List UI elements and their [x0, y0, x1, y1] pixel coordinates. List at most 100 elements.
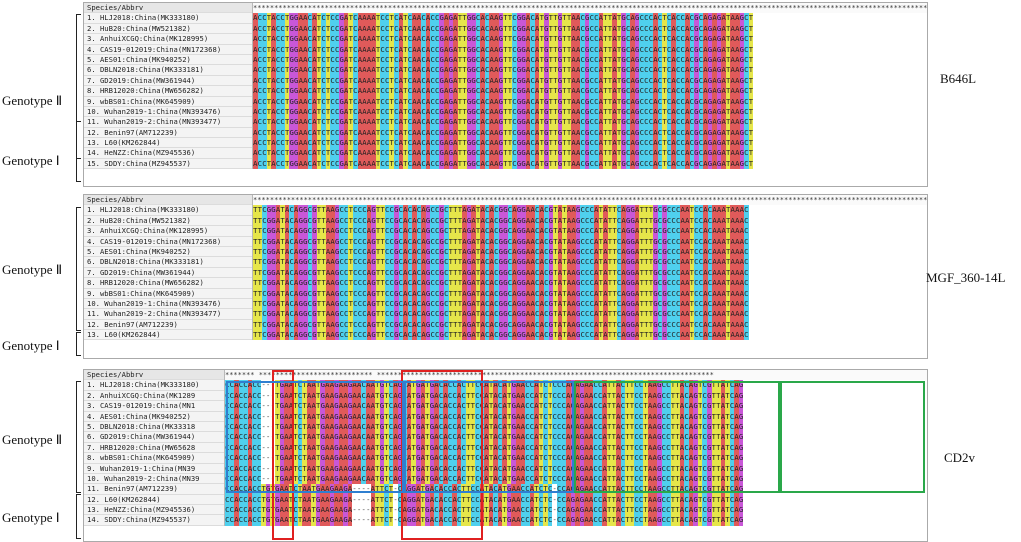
species-name[interactable]: 12. L60(KM262844): [84, 495, 224, 506]
genotype-ii-label-b646l: Genotype Ⅱ: [2, 93, 63, 108]
sequence-row: TTCGGATACAGGCGTTAAGCCTCCCAGTTCCGCACACAGC…: [253, 330, 749, 341]
species-name[interactable]: 7. GD2019:China(MW361944): [84, 76, 252, 87]
species-name[interactable]: 10. Wuhan2019-1:China(MN393476): [84, 299, 252, 310]
consensus-row: ******* *************************** ****…: [225, 370, 927, 381]
species-name[interactable]: 12. Benin97(AM712239): [84, 320, 252, 331]
sequence-row: CCACCACC---TGAATCTAATGAAGAAGAACAATGTCAGC…: [225, 432, 744, 443]
genotype-i-label-cd2v: Genotype Ⅰ: [2, 510, 60, 525]
species-name[interactable]: 5. AES01:China(MK940252): [84, 247, 252, 258]
sequence-row: TTCGGATACAGGCGTTAAGCCTCCCAGTTCCGCACACAGC…: [253, 278, 749, 289]
species-name[interactable]: 4. CAS19-012019:China(MN172368): [84, 45, 252, 55]
sequence-row: ACCTACCTGGAACATCTCCGATCAAAATCCTCATCAACAC…: [253, 117, 754, 128]
species-name[interactable]: 4. AES01:China(MK940252): [84, 412, 224, 422]
sequence-row: CCACCACCTGTGAATCTAATGAAGAAGA----ATTCT-CA…: [225, 505, 744, 516]
species-name[interactable]: 1. HLJ2018:China(MK333180): [84, 13, 252, 24]
genotype-ii-brace-cd2v: [76, 381, 81, 493]
sequence-row: TTCGGATACAGGCGTTAAGCCTCCCAGTTCCGCACACAGC…: [253, 267, 749, 279]
genotype-ii-label-mgf: Genotype Ⅱ: [2, 262, 63, 277]
species-name[interactable]: 5. AES01:China(MK940252): [84, 55, 252, 66]
sequence-area: ******* *************************** ****…: [225, 370, 927, 526]
sequence-area: ****************************************…: [253, 195, 927, 341]
consensus-row: ****************************************…: [253, 3, 927, 14]
species-name[interactable]: 9. wbBS01:China(MK645909): [84, 97, 252, 107]
species-name[interactable]: 2. HuB20:China(MW521382): [84, 24, 252, 35]
genotype-i-brace-cd2v: [76, 494, 81, 539]
sequence-row: ACCTACCTGGAACATCTCCGATCAAAATCCTCATCAACAC…: [253, 23, 754, 35]
genotype-i-label-b646l: Genotype Ⅰ: [2, 153, 60, 168]
species-name[interactable]: 7. HRB12020:China(MW65628: [84, 443, 224, 454]
species-name[interactable]: 2. HuB20:China(MW521382): [84, 216, 252, 227]
sequence-row: CCACCACC---TGAATCTAATGAAGAAGAACAATGTCAGC…: [225, 453, 744, 464]
species-header: Species/Abbrv: [84, 195, 252, 206]
species-name[interactable]: 8. HRB12020:China(MW656282): [84, 86, 252, 97]
sequence-row: ACCTACCTGGAACATCTCCGATCAAAATCCTCATCAACAC…: [253, 106, 754, 118]
species-name[interactable]: 12. Benin97(AM712239): [84, 128, 252, 139]
species-name[interactable]: 1. HLJ2018:China(MK333180): [84, 380, 224, 391]
species-name[interactable]: 7. GD2019:China(MW361944): [84, 268, 252, 279]
species-name[interactable]: 10. Wuhan2019-1:China(MN393476): [84, 107, 252, 118]
genotype-ii-brace-mgf: [76, 207, 81, 331]
species-name[interactable]: 14. SDDY:China(MZ945537): [84, 515, 224, 526]
species-name[interactable]: 13. L60(KM262844): [84, 330, 252, 341]
species-name[interactable]: 13. L60(KM262844): [84, 138, 252, 149]
sequence-row: TTCGGATACAGGCGTTAAGCCTCCCAGTTCCGCACACAGC…: [253, 205, 749, 216]
sequence-row: CCACCACC---TGAATCTAATGAAGAAGAACAATGTCAGC…: [225, 401, 744, 412]
species-name[interactable]: 4. CAS19-012019:China(MN172368): [84, 237, 252, 247]
sequence-row: ACCTACCTGGAACATCTCCGATCAAAATCCTCATCAACAC…: [253, 96, 754, 107]
sequence-row: ACCTACCTGGAACATCTCCGATCAAAATCCTCATCAACAC…: [253, 75, 754, 87]
sequence-row: ACCTACCTGGAACATCTCCGATCAAAATCCTCATCAACAC…: [253, 86, 754, 97]
sequence-row: TTCGGATACAGGCGTTAAGCCTCCCAGTTCCGCACACAGC…: [253, 226, 749, 237]
species-name[interactable]: 5. DBLN2018:China(MK33318: [84, 422, 224, 433]
species-name[interactable]: 11. Wuhan2019-2:China(MN393477): [84, 117, 252, 128]
species-name[interactable]: 11. Benin97(AM712239): [84, 484, 224, 495]
species-name[interactable]: 9. Wuhan2019-1:China(MN39: [84, 464, 224, 474]
species-name[interactable]: 6. DBLN2018:China(MK333181): [84, 65, 252, 76]
sequence-row: TTCGGATACAGGCGTTAAGCCTCCCAGTTCCGCACACAGC…: [253, 236, 749, 247]
species-name[interactable]: 2. AnhuiXCGQ:China(MK1289: [84, 391, 224, 402]
sequence-row: CCACCACC---TGAATCTAATGAAGAAGAACAATGTCAGC…: [225, 421, 744, 433]
gene-label-cd2v: CD2v: [944, 450, 976, 465]
gene-label-b646l: B646L: [940, 71, 977, 86]
genotype-i-brace-mgf: [76, 332, 81, 356]
species-name[interactable]: 8. wbBS01:China(MK645909): [84, 453, 224, 464]
species-name[interactable]: 10. Wuhan2019-2:China(MN39: [84, 474, 224, 485]
species-name[interactable]: 9. wbBS01:China(MK645909): [84, 289, 252, 299]
species-name[interactable]: 6. GD2019:China(MW361944): [84, 432, 224, 443]
species-header: Species/Abbrv: [84, 3, 252, 14]
sequence-row: ACCTACCTGGAACATCTCCGATCAAAATCCTCATCAACAC…: [253, 44, 754, 55]
consensus-row: ****************************************…: [253, 195, 927, 206]
species-name[interactable]: 14. HeNZZ:China(MZ945536): [84, 148, 252, 159]
sequence-row: CCACCACC---TGAATCTAATGAAGAAGAACAATGTCAGC…: [225, 390, 744, 402]
sequence-row: TTCGGATACAGGCGTTAAGCCTCCCAGTTCCGCACACAGC…: [253, 246, 749, 258]
species-name[interactable]: 3. AnhuiXCGQ:China(MK128995): [84, 226, 252, 237]
genotype-i-label-mgf: Genotype Ⅰ: [2, 338, 60, 353]
genotype-ii-label-cd2v: Genotype Ⅱ: [2, 432, 63, 447]
sequence-row: CCACCACC---TGAATCTAATGAAGAAGAACAATGTCAGC…: [225, 380, 744, 391]
sequence-row: ACCTACCTGGAACATCTCCGATCAAAATCCTCATCAACAC…: [253, 65, 754, 76]
species-name[interactable]: 15. SDDY:China(MZ945537): [84, 159, 252, 170]
species-header: Species/Abbrv: [84, 370, 224, 381]
species-name[interactable]: 3. CAS19-012019:China(MN1: [84, 401, 224, 412]
sequence-row: TTCGGATACAGGCGTTAAGCCTCCCAGTTCCGCACACAGC…: [253, 257, 749, 268]
sequence-row: TTCGGATACAGGCGTTAAGCCTCCCAGTTCCGCACACAGC…: [253, 288, 749, 299]
genotype-ii-brace-b646l: [76, 14, 81, 159]
sequence-row: ACCTACCTGGAACATCTCCGATCAAAATCCTCATCAACAC…: [253, 13, 754, 24]
species-name[interactable]: 1. HLJ2018:China(MK333180): [84, 205, 252, 216]
sequence-row: ACCTACCTGGAACATCTCCGATCAAAATCCTCATCAACAC…: [253, 34, 754, 45]
sequence-area: ****************************************…: [253, 3, 927, 170]
species-name[interactable]: 8. HRB12020:China(MW656282): [84, 278, 252, 289]
species-name[interactable]: 11. Wuhan2019-2:China(MN393477): [84, 309, 252, 320]
sequence-row: ACCTACCTGGAACATCTCCGATCAAAATCCTCATCAACAC…: [253, 54, 754, 66]
sequence-row: ACCTACCTGGAACATCTCCGATCAAAATCCTCATCAACAC…: [253, 138, 754, 149]
species-name[interactable]: 13. HeNZZ:China(MZ945536): [84, 505, 224, 516]
sequence-row: TTCGGATACAGGCGTTAAGCCTCCCAGTTCCGCACACAGC…: [253, 215, 749, 227]
species-name[interactable]: 6. DBLN2018:China(MK333181): [84, 257, 252, 268]
sequence-row: TTCGGATACAGGCGTTAAGCCTCCCAGTTCCGCACACAGC…: [253, 309, 749, 320]
species-name[interactable]: 3. AnhuiXCGQ:China(MK128995): [84, 34, 252, 45]
sequence-row: ACCTACCTGGAACATCTCCGATCAAAATCCTCATCAACAC…: [253, 148, 754, 159]
